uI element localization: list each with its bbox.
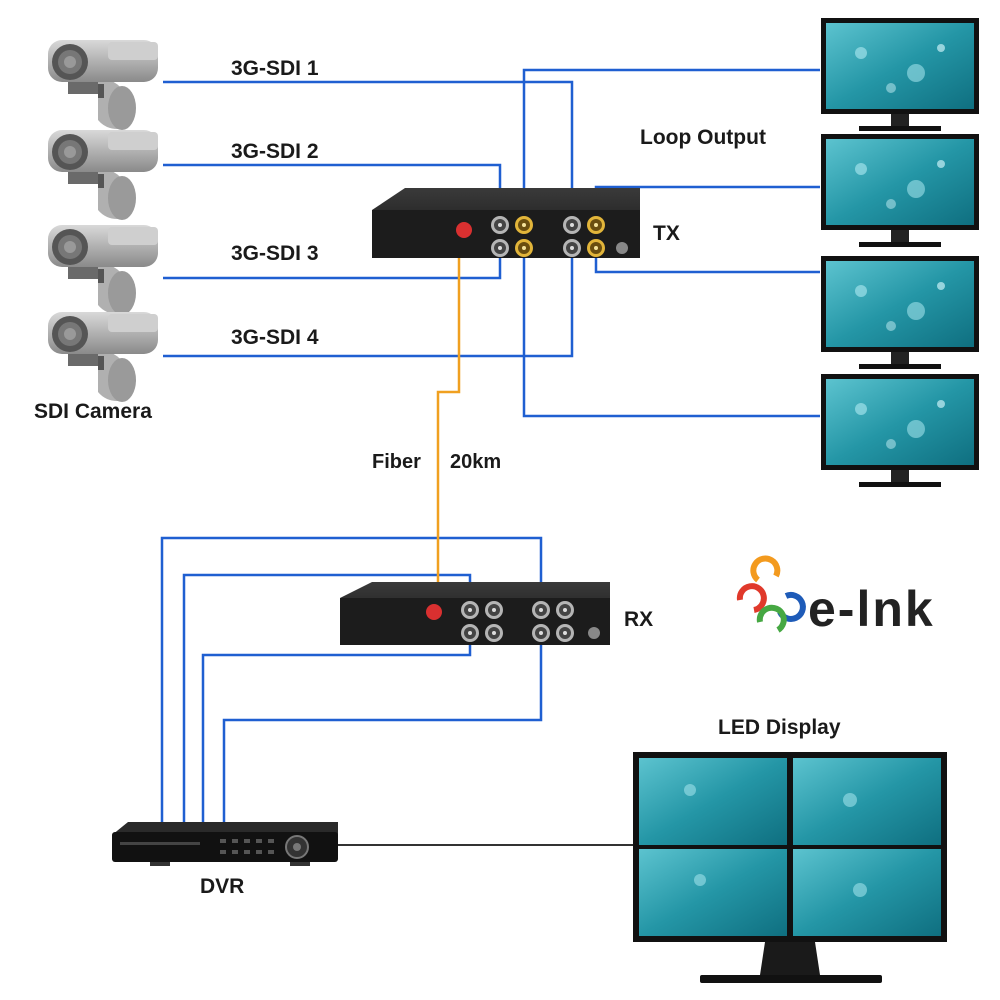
monitor-icon	[821, 134, 979, 247]
fiber-label: Fiber	[372, 451, 421, 473]
camera-icon	[48, 312, 158, 402]
monitor-icon	[821, 18, 979, 131]
rx-device-icon	[340, 582, 610, 645]
sdi-cables-rx	[160, 536, 543, 824]
fiber-cable	[436, 235, 461, 610]
led-display-label: LED Display	[718, 716, 841, 739]
sdi4-label: 3G-SDI 4	[231, 326, 319, 349]
dvr-label: DVR	[200, 875, 245, 898]
camera-icon	[48, 225, 158, 315]
loop-output-label: Loop Output	[640, 126, 766, 149]
camera-icon	[48, 40, 158, 130]
dvr-icon	[112, 822, 338, 866]
sdi3-label: 3G-SDI 3	[231, 242, 319, 265]
sdi2-label: 3G-SDI 2	[231, 140, 319, 163]
sdi-cables-tx	[163, 68, 820, 418]
rx-label: RX	[624, 608, 654, 631]
sdi1-label: 3G-SDI 1	[231, 57, 319, 80]
monitor-icon	[821, 374, 979, 487]
monitor-icon	[821, 256, 979, 369]
camera-icon	[48, 130, 158, 220]
brand-logo-icon	[736, 555, 806, 633]
led-display-icon	[633, 752, 947, 983]
tx-device-icon	[372, 188, 640, 258]
brand-name: e-lnk	[808, 581, 935, 637]
tx-label: TX	[653, 222, 680, 245]
camera-label: SDI Camera	[34, 400, 152, 423]
distance-label: 20km	[450, 451, 502, 473]
